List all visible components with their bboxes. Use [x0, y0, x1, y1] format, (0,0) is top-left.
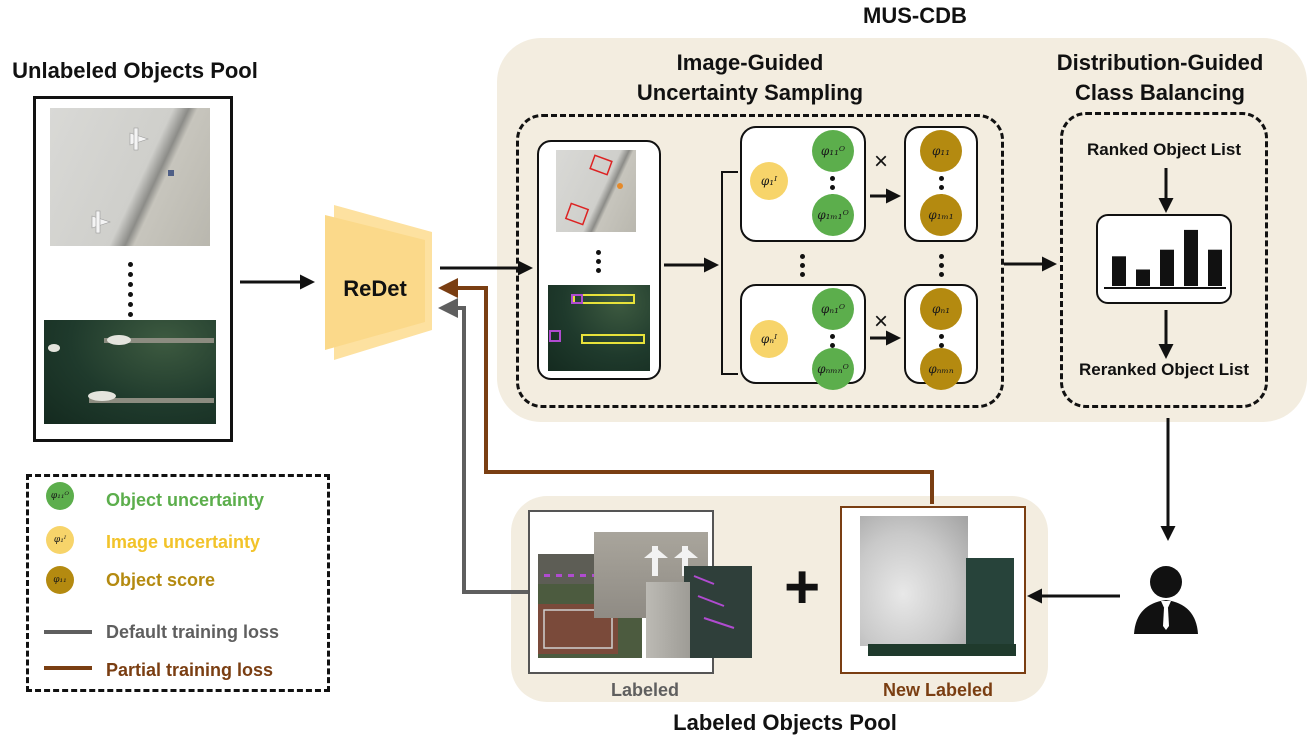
labeled-image-runway: [646, 582, 690, 658]
times-operator-1: ×: [874, 148, 889, 175]
new-labeled-image-stadium: [860, 516, 968, 646]
class-balancing-box: [1060, 112, 1268, 408]
labeled-pool-title: Labeled Objects Pool: [673, 710, 897, 735]
tree-list-ellipsis: [799, 254, 805, 277]
ranked-object-list-label: Ranked Object List: [1087, 140, 1241, 159]
new-labeled-image-strip: [868, 644, 1016, 656]
legend-gray-line: [44, 630, 92, 634]
mus-cdb-title: MUS-CDB: [863, 3, 967, 28]
legend-gold-circle: φ₁₁: [46, 566, 74, 594]
legend-yellow-circle: φ₁ᴵ: [46, 526, 74, 554]
object-score-11: φ₁₁: [920, 130, 962, 172]
object-score-n1: φₙ₁: [920, 288, 962, 330]
reranked-object-list-label: Reranked Object List: [1078, 360, 1250, 379]
image-uncertainty-n: φₙᴵ: [750, 320, 788, 358]
legend-brown-line: [44, 666, 92, 670]
labeled-image-harbor: [684, 566, 752, 658]
distribution-guided-title-line1: Distribution-Guided: [1056, 50, 1264, 75]
plus-sign: +: [784, 553, 821, 622]
legend-partial-loss: Partial training loss: [106, 660, 274, 680]
image-uncertainty-1: φ₁ᴵ: [750, 162, 788, 200]
redet-label: ReDet: [343, 276, 407, 301]
histogram-bar: [1160, 249, 1174, 286]
new-labeled-caption: New Labeled: [882, 680, 994, 700]
object-uncertainty-11: φ₁₁ᴼ: [812, 130, 854, 172]
histogram-bar: [1184, 229, 1198, 286]
new-labeled-image-harbor: [966, 558, 1014, 644]
legend-image-uncertainty: Image uncertainty: [106, 532, 261, 552]
legend-object-score: Object score: [106, 570, 216, 590]
object-uncertainty-1m1: φ₁ₘ₁ᴼ: [812, 194, 854, 236]
histogram-bar: [1112, 256, 1126, 286]
detected-airport-image: [556, 150, 636, 232]
histogram-bar: [1136, 269, 1150, 286]
distribution-guided-title-line2: Class Balancing: [1075, 80, 1245, 105]
score-list-ellipsis: [938, 254, 944, 277]
object-uncertainty-nmn: φₙₘₙᴼ: [812, 348, 854, 390]
image-guided-title-line1: Image-Guided: [676, 50, 824, 75]
image-guided-sampling-box: [516, 114, 1004, 408]
histogram-bar: [1208, 249, 1222, 286]
image-list-ellipsis: [595, 250, 601, 273]
legend-box: [26, 474, 330, 692]
airport-image: [50, 108, 210, 246]
harbor-image: [44, 320, 216, 424]
unlabeled-pool-title: Unlabeled Objects Pool: [12, 58, 258, 83]
image-guided-title-line2: Uncertainty Sampling: [636, 80, 864, 105]
times-operator-n: ×: [874, 308, 889, 335]
pool-ellipsis: [127, 262, 133, 317]
legend-default-loss: Default training loss: [106, 622, 280, 642]
legend-green-circle: φ₁₁ᴼ: [46, 482, 74, 510]
labeled-caption: Labeled: [610, 680, 680, 700]
object-score-1m1: φ₁ₘ₁: [920, 194, 962, 236]
object-uncertainty-n1: φₙ₁ᴼ: [812, 288, 854, 330]
object-score-nmn: φₙₘₙ: [920, 348, 962, 390]
legend-object-uncertainty: Object uncertainty: [106, 490, 265, 510]
detected-harbor-image: [548, 285, 650, 371]
